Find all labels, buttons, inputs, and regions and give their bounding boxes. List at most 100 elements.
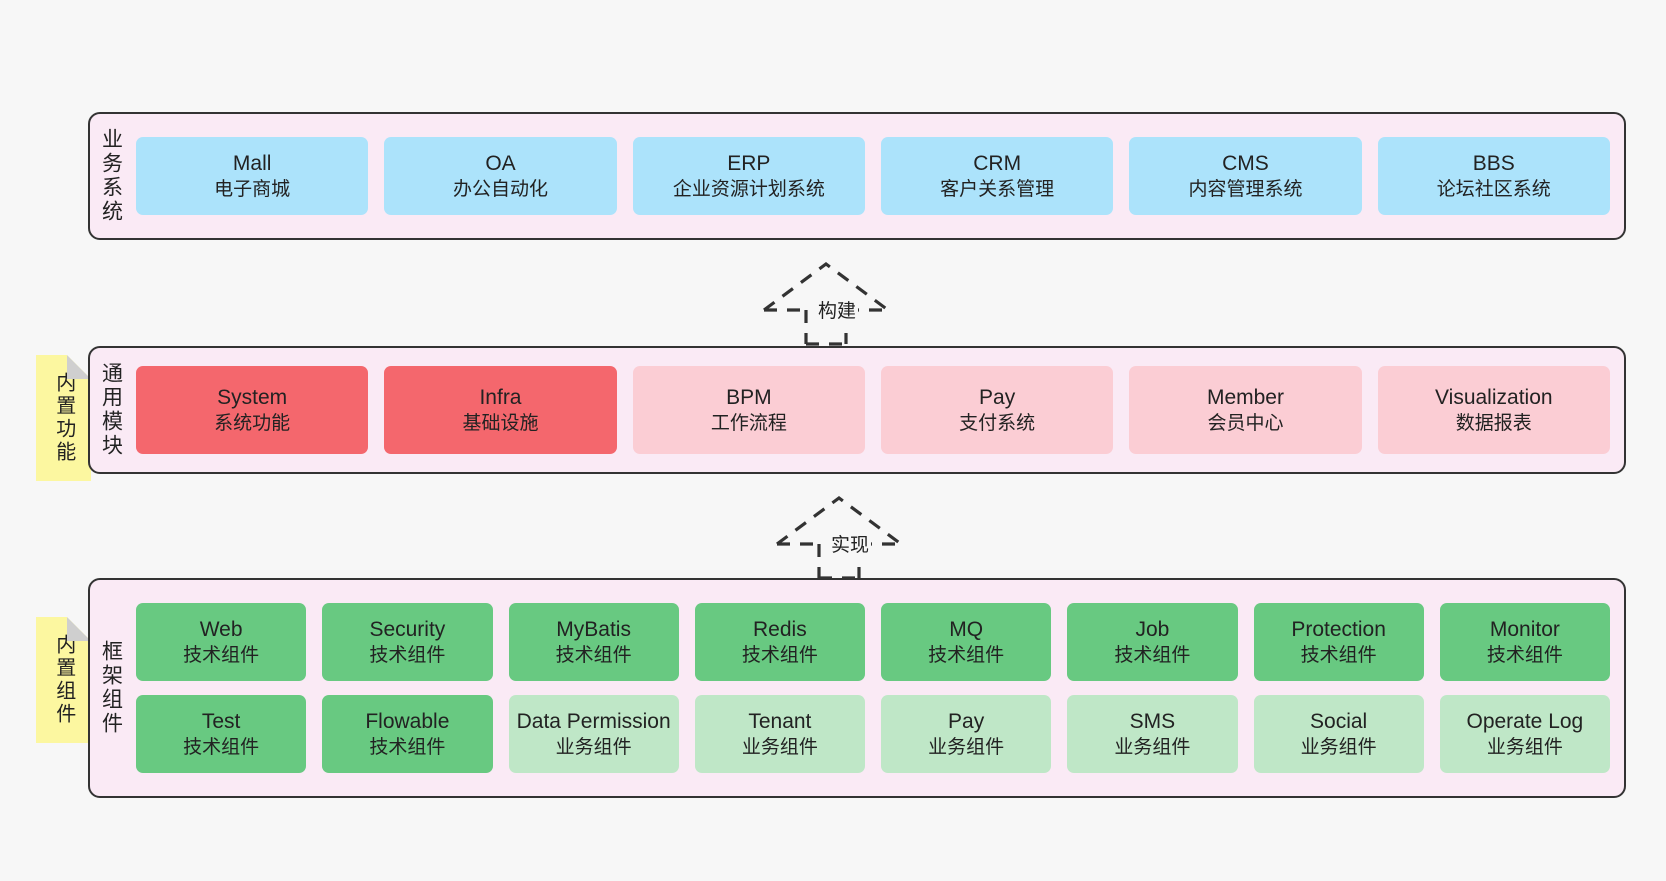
card-title: Security	[369, 617, 446, 641]
card-subtitle: 技术组件	[369, 645, 446, 667]
card-erp[interactable]: ERP 企业资源计划系统	[632, 137, 865, 215]
note-builtin-components: 内置组件	[36, 617, 91, 743]
card-title: Member	[1206, 385, 1284, 409]
card-title: MyBatis	[556, 617, 631, 641]
card-subtitle: 会员中心	[1207, 413, 1284, 435]
card-title: Data Permission	[516, 709, 671, 733]
arrow-build: 构建	[760, 258, 900, 346]
card-subtitle: 技术组件	[369, 737, 446, 759]
card-subtitle: 业务组件	[555, 737, 632, 759]
card-test[interactable]: Test 技术组件	[136, 695, 307, 773]
card-bpm[interactable]: BPM 工作流程	[632, 366, 865, 454]
card-title: Infra	[479, 385, 522, 409]
card-operate-log[interactable]: Operate Log 业务组件	[1439, 695, 1610, 773]
card-web[interactable]: Web 技术组件	[136, 603, 307, 681]
layer-business-system-title: 业务系统	[99, 128, 123, 224]
card-title: BBS	[1472, 151, 1515, 175]
card-title: Tenant	[748, 709, 812, 733]
layer-framework-components-title: 框架组件	[99, 640, 123, 736]
card-title: Mall	[232, 151, 272, 175]
card-title: BPM	[726, 385, 772, 409]
card-subtitle: 基础设施	[462, 413, 539, 435]
card-subtitle: 论坛社区系统	[1436, 179, 1551, 201]
card-subtitle: 业务组件	[928, 737, 1005, 759]
card-subtitle: 数据报表	[1455, 413, 1532, 435]
card-title: Protection	[1291, 617, 1386, 641]
arrow-implement: 实现	[773, 492, 913, 580]
card-flowable[interactable]: Flowable 技术组件	[322, 695, 493, 773]
card-visualization[interactable]: Visualization 数据报表	[1377, 366, 1610, 454]
card-sms[interactable]: SMS 业务组件	[1067, 695, 1238, 773]
card-title: Test	[201, 709, 241, 733]
card-subtitle: 技术组件	[1300, 645, 1377, 667]
card-title: Pay	[979, 385, 1016, 409]
card-title: ERP	[727, 151, 771, 175]
card-title: Flowable	[365, 709, 450, 733]
card-subtitle: 业务组件	[1486, 737, 1563, 759]
card-redis[interactable]: Redis 技术组件	[694, 603, 865, 681]
arrow-build-label: 构建	[816, 296, 859, 323]
layer-common-modules: 通用模块 System 系统功能 Infra 基础设施 BPM 工作流程 Pay 支付系统 Me…	[88, 346, 1626, 474]
card-subtitle: 内容管理系统	[1188, 179, 1303, 201]
note-builtin-features: 内置功能	[36, 355, 91, 481]
card-subtitle: 办公自动化	[452, 179, 548, 201]
card-title: Pay	[948, 709, 985, 733]
card-title: Redis	[753, 617, 807, 641]
card-tenant[interactable]: Tenant 业务组件	[694, 695, 865, 773]
layer-common-modules-title: 通用模块	[99, 362, 123, 458]
card-infra[interactable]: Infra 基础设施	[384, 366, 617, 454]
card-subtitle: 支付系统	[959, 413, 1036, 435]
card-job[interactable]: Job 技术组件	[1067, 603, 1238, 681]
card-subtitle: 技术组件	[741, 645, 818, 667]
card-subtitle: 技术组件	[555, 645, 632, 667]
note-builtin-components-label: 内置组件	[52, 634, 75, 726]
card-subtitle: 技术组件	[928, 645, 1005, 667]
card-subtitle: 工作流程	[710, 413, 787, 435]
card-data-permission[interactable]: Data Permission 业务组件	[508, 695, 679, 773]
card-title: MQ	[949, 617, 984, 641]
card-subtitle: 企业资源计划系统	[672, 179, 825, 201]
card-subtitle: 业务组件	[741, 737, 818, 759]
module-card-list: System 系统功能 Infra 基础设施 BPM 工作流程 Pay 支付系统 Member 会…	[132, 348, 1624, 472]
card-title: Job	[1135, 617, 1170, 641]
card-title: System	[217, 385, 288, 409]
card-security[interactable]: Security 技术组件	[322, 603, 493, 681]
card-mybatis[interactable]: MyBatis 技术组件	[508, 603, 679, 681]
card-title: Operate Log	[1466, 709, 1584, 733]
card-subtitle: 技术组件	[1114, 645, 1191, 667]
card-subtitle: 业务组件	[1114, 737, 1191, 759]
card-subtitle: 技术组件	[183, 737, 260, 759]
card-title: CRM	[973, 151, 1022, 175]
card-subtitle: 技术组件	[183, 645, 260, 667]
card-protection[interactable]: Protection 技术组件	[1253, 603, 1424, 681]
card-member[interactable]: Member 会员中心	[1129, 366, 1362, 454]
card-title: SMS	[1129, 709, 1176, 733]
card-title: Social	[1310, 709, 1368, 733]
card-title: Web	[199, 617, 243, 641]
card-pay[interactable]: Pay 支付系统	[880, 366, 1114, 454]
card-title: CMS	[1222, 151, 1269, 175]
card-cms[interactable]: CMS 内容管理系统	[1129, 137, 1362, 215]
card-subtitle: 技术组件	[1486, 645, 1563, 667]
card-pay[interactable]: Pay 业务组件	[881, 695, 1052, 773]
card-mq[interactable]: MQ 技术组件	[881, 603, 1052, 681]
card-title: Visualization	[1435, 385, 1553, 409]
arrow-implement-label: 实现	[829, 530, 872, 557]
card-bbs[interactable]: BBS 论坛社区系统	[1377, 137, 1610, 215]
card-subtitle: 业务组件	[1300, 737, 1377, 759]
note-builtin-features-label: 内置功能	[52, 372, 75, 464]
card-system[interactable]: System 系统功能	[136, 366, 369, 454]
card-oa[interactable]: OA 办公自动化	[384, 137, 617, 215]
card-social[interactable]: Social 业务组件	[1253, 695, 1424, 773]
card-title: OA	[485, 151, 516, 175]
card-subtitle: 系统功能	[214, 413, 291, 435]
